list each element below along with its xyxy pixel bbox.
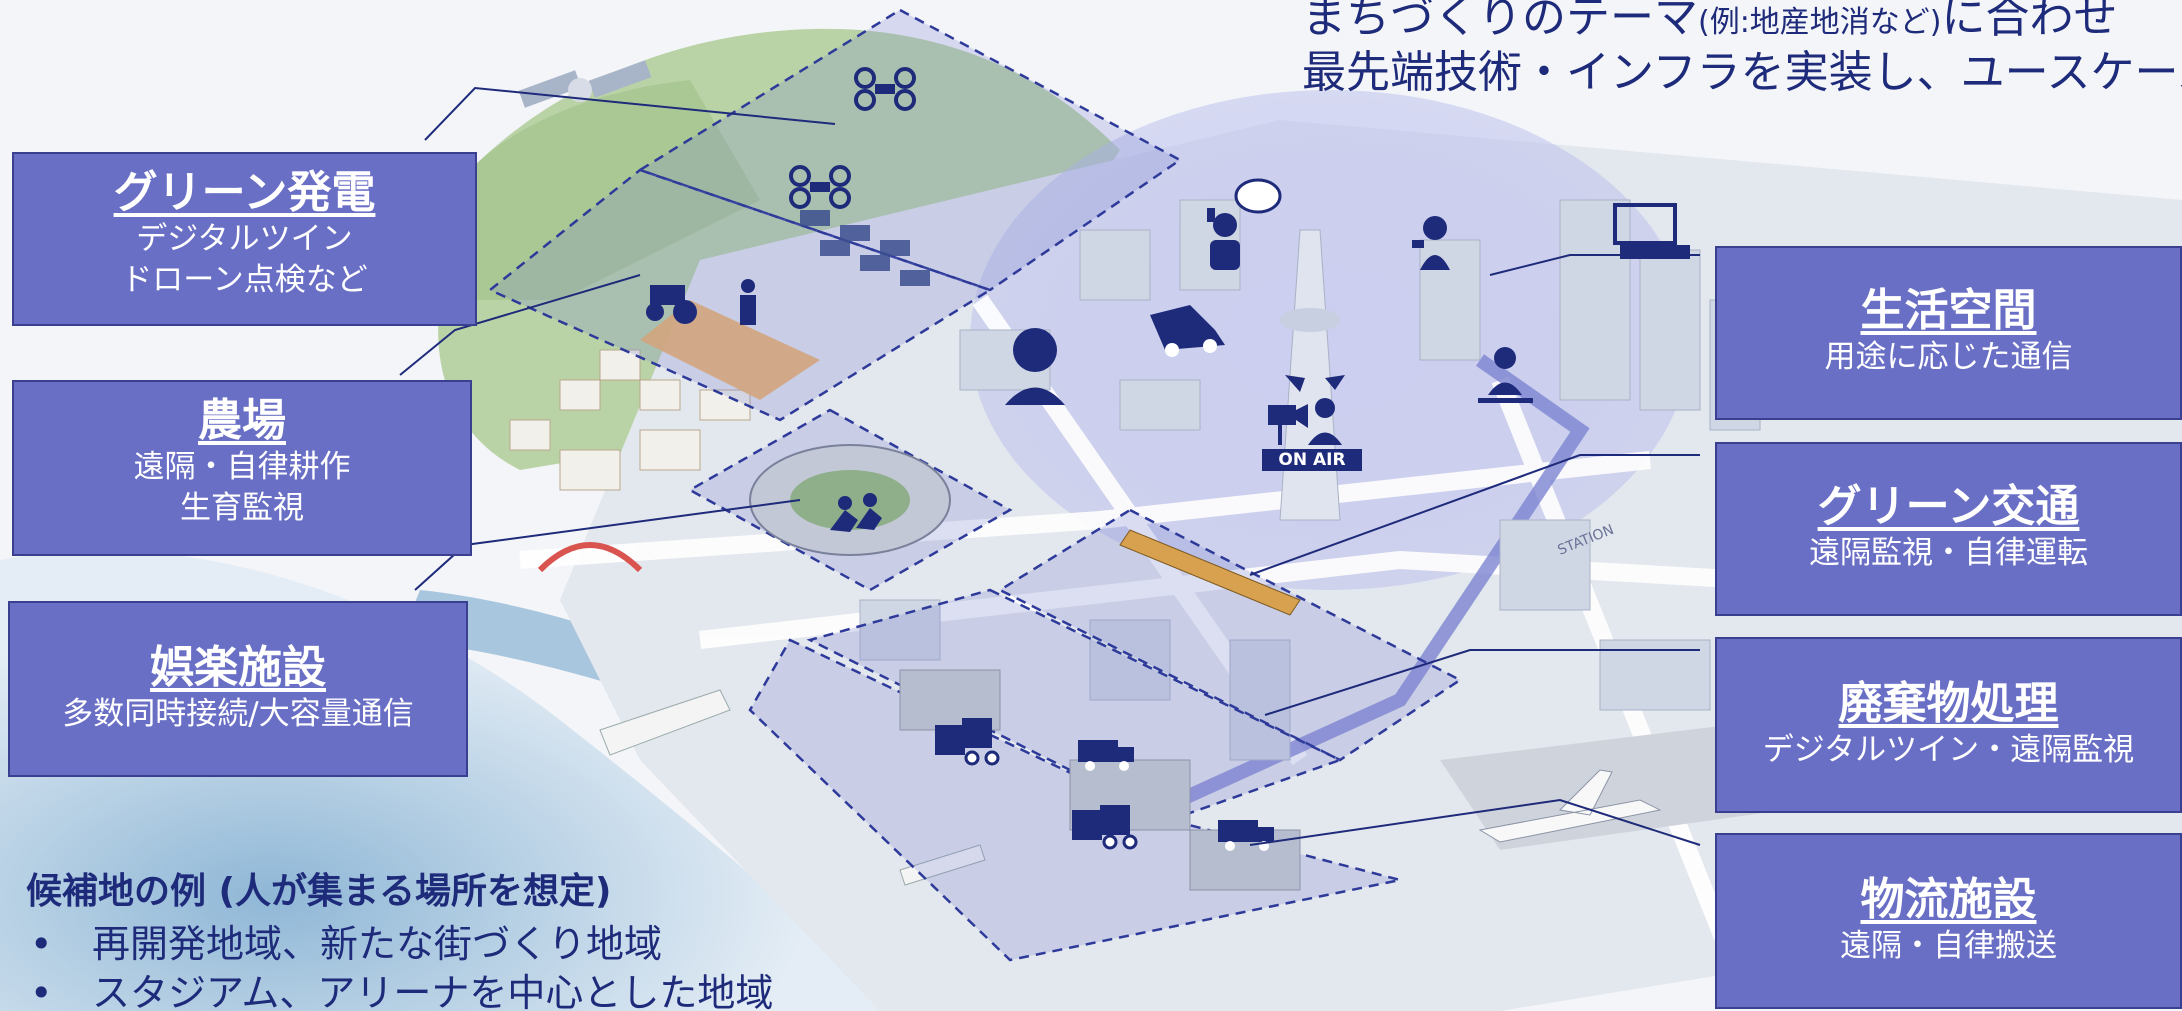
label-title: 廃棄物処理 [1838,678,2059,729]
label-living-space: 生活空間 用途に応じた通信 [1715,246,2182,420]
leader-logistics [1249,798,1701,846]
farm-field [640,300,820,400]
wifi-icon [1285,375,1345,392]
label-line: 遠隔・自律耕作 [133,448,351,485]
candidate-heading: 候補地の例 (人が集まる場所を想定) [26,871,612,912]
drone-icon [854,67,916,111]
label-green-power: グリーン発電 デジタルツイン ドローン点検など [12,152,477,326]
leader-green-power [424,86,836,141]
truck-icon [1218,820,1274,851]
zone-transport [997,508,1463,762]
newscaster-icon [1308,398,1342,445]
label-line: デジタルツイン [136,220,353,257]
label-entertainment: 娯楽施設 多数同時接続/大容量通信 [8,601,468,777]
red-bridge [537,542,643,573]
leader-waste [1264,649,1700,716]
label-title: 農場 [198,395,286,446]
label-title: 娯楽施設 [150,642,326,693]
tractor-icon [646,285,697,324]
label-line: 多数同時接続/大容量通信 [62,695,414,732]
top-note-line1-b: (例:地産地消など) [1698,5,1942,40]
label-line: 用途に応じた通信 [1824,338,2073,375]
runner-icon [830,493,882,532]
satellite-icon [518,60,652,108]
car-icon [1150,305,1225,357]
on-air-badge: ON AIR [1262,449,1362,471]
top-note-line2: 最先端技術・インフラを実装し、ユースケース [1302,47,2182,98]
label-line: 遠隔・自律搬送 [1840,927,2057,964]
forklift-icon [935,718,1000,766]
leader-transport [1249,454,1700,576]
leader-farm [399,274,641,376]
drone-icon [789,165,851,209]
label-title: グリーン発電 [113,167,376,218]
coverage-dome [970,90,1690,590]
label-logistics: 物流施設 遠隔・自律搬送 [1715,833,2182,1009]
candidate-item: スタジアム、アリーナを中心とした地域 [26,969,773,1011]
label-line: 遠隔監視・自律運転 [1809,534,2088,571]
top-note-line1-a: まちづくりのテーマ [1302,0,1698,43]
candidate-item: 再開発地域、新たな街づくり地域 [26,920,773,969]
candidate-sites: 候補地の例 (人が集まる場所を想定) 再開発地域、新たな街づくり地域 スタジアム… [26,862,773,1011]
label-farm: 農場 遠隔・自律耕作 生育監視 [12,380,472,556]
label-line: デジタルツイン・遠隔監視 [1762,731,2135,768]
forklift-icon [1072,805,1138,850]
top-note-line1-c: に合わせ [1941,0,2118,43]
truck-icon [1078,740,1134,771]
candidate-list: 再開発地域、新たな街づくり地域 スタジアム、アリーナを中心とした地域 [26,920,773,1011]
camera-icon [1268,404,1308,445]
person-tablet-icon [1412,216,1450,270]
icon-layer [646,67,1690,851]
top-note: まちづくりのテーマ(例:地産地消など)に合わせ 最先端技術・インフラを実装し、ユ… [1302,0,2182,100]
person-headset-icon [1005,328,1065,405]
leader-living [1489,254,1700,276]
label-green-transport: グリーン交通 遠隔監視・自律運転 [1715,442,2182,616]
speech-bubble [1234,178,1282,214]
person-laptop-icon [1478,347,1533,403]
label-title: グリーン交通 [1817,481,2080,532]
label-line: 生育監視 [180,490,304,527]
farmer-icon [740,279,756,325]
label-title: 物流施設 [1860,874,2037,925]
train [1119,529,1301,616]
label-waste: 廃棄物処理 デジタルツイン・遠隔監視 [1715,637,2182,813]
person-phone-icon [1207,208,1240,270]
label-line: ドローン点検など [121,262,368,299]
zone-power [637,8,1183,292]
label-title: 生活空間 [1860,285,2037,336]
airplane [1478,769,1662,843]
